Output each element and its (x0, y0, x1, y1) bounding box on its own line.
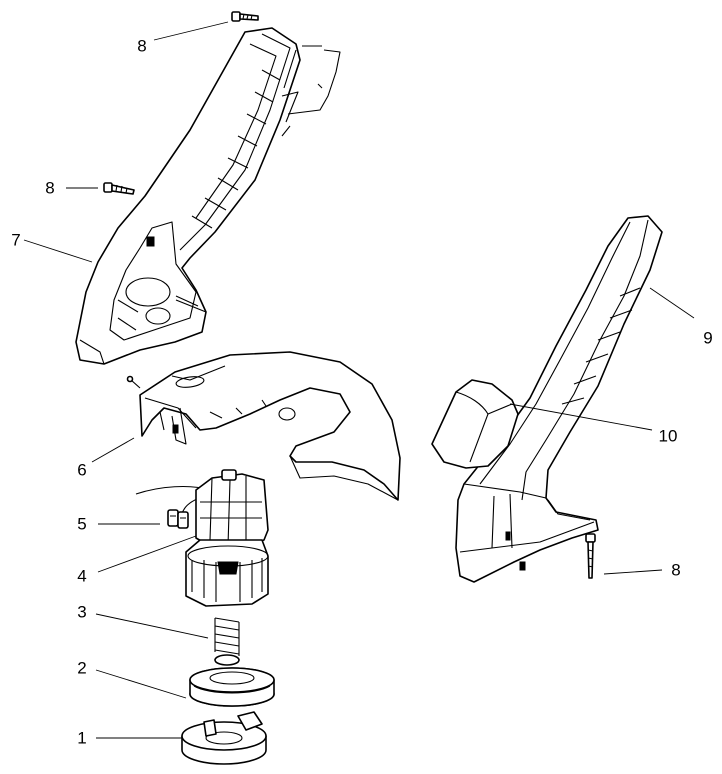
label-part-6: 6 (77, 460, 87, 480)
label-part-10: 10 (658, 426, 678, 446)
screw-top (231, 11, 259, 22)
screw-bottom (585, 533, 596, 579)
label-part-8-bottom: 8 (671, 560, 681, 580)
cutting-guard (126, 351, 401, 501)
screw-middle (103, 182, 135, 195)
label-part-4: 4 (77, 566, 87, 586)
label-part-7: 7 (11, 230, 21, 250)
shaft-tube-fragment (281, 45, 341, 137)
handle-insert (431, 379, 519, 469)
spool (189, 667, 275, 707)
label-part-5: 5 (77, 514, 87, 534)
spring (214, 617, 240, 666)
label-part-8-top: 8 (137, 36, 147, 56)
leader-lines (23, 21, 695, 739)
housing-left-half (75, 27, 301, 365)
label-part-2: 2 (77, 658, 87, 678)
label-part-8-middle: 8 (45, 178, 55, 198)
label-part-9: 9 (703, 328, 713, 348)
spool-cap (181, 711, 267, 765)
wire-connectors (167, 509, 189, 529)
label-part-3: 3 (77, 602, 87, 622)
label-part-1: 1 (77, 728, 87, 748)
motor-assembly (135, 469, 269, 607)
housing-right-half (455, 215, 663, 583)
